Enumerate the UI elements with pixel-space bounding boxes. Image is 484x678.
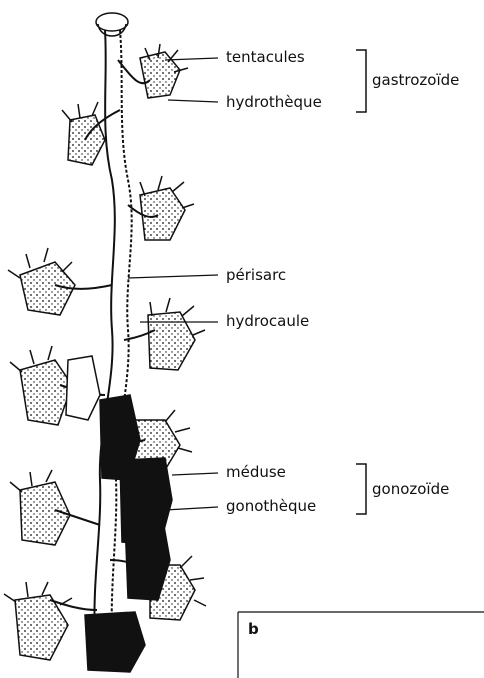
group-gastrozoide: gastrozoïde	[372, 71, 459, 89]
label-tentacules: tentacules	[226, 48, 305, 66]
label-perisarc: périsarc	[226, 266, 286, 284]
panel-b-frame	[238, 612, 484, 678]
brackets	[356, 50, 366, 514]
label-gonotheque: gonothèque	[226, 497, 316, 515]
panel-label-b: b	[248, 620, 259, 638]
group-gonozoide: gonozoïde	[372, 480, 449, 498]
label-meduse: méduse	[226, 463, 286, 481]
label-hydrotheque: hydrothèque	[226, 93, 322, 111]
gonothecae	[66, 356, 172, 672]
label-hydrocaule: hydrocaule	[226, 312, 309, 330]
